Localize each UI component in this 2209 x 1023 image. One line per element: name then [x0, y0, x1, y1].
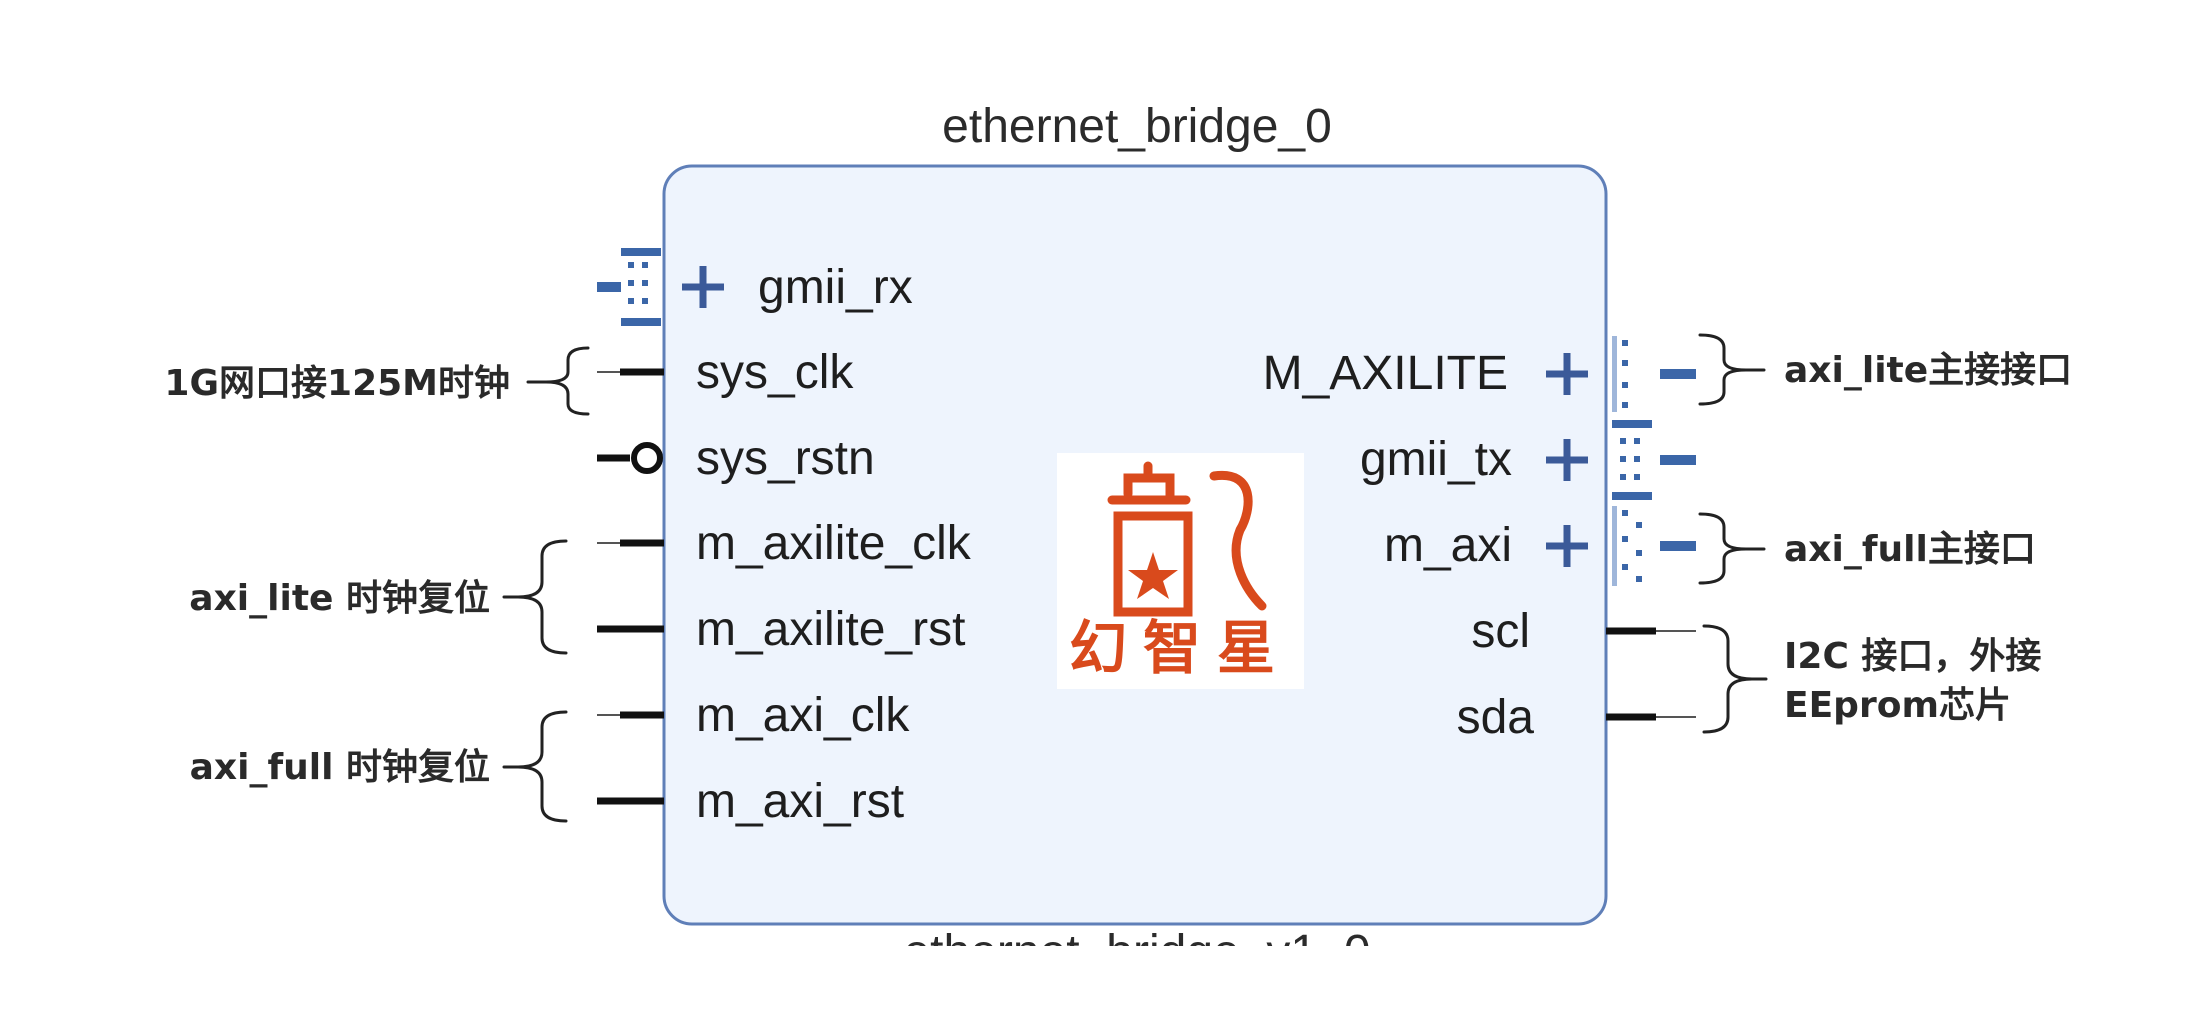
port-label-gmii-tx: gmii_tx	[1360, 433, 1512, 486]
bus-connector-icon	[1612, 506, 1696, 586]
port-gmii-rx[interactable]: gmii_rx	[597, 248, 913, 326]
port-label-m-axilite: M_AXILITE	[1263, 347, 1508, 400]
annotation-text: 1G网口接125M时钟	[164, 363, 510, 404]
brace-icon	[517, 710, 568, 823]
annotation-text: axi_lite主接接口	[1784, 350, 2072, 391]
port-label-m-axilite-clk: m_axilite_clk	[696, 517, 972, 570]
annotation-text: axi_lite 时钟复位	[189, 578, 490, 619]
expand-plus-icon[interactable]	[1546, 353, 1588, 395]
annotation-text: I2C 接口，外接	[1784, 636, 2041, 677]
port-gmii-tx[interactable]: gmii_tx	[1360, 420, 1696, 500]
port-m-axi[interactable]: m_axi	[1384, 506, 1696, 586]
annotation-axi-group: axi_full 时钟复位	[190, 710, 568, 823]
brace-icon	[517, 539, 568, 655]
bus-connector-icon	[1612, 336, 1696, 412]
port-m-axi-clk[interactable]: m_axi_clk	[597, 689, 910, 742]
logo-emblem-icon	[1107, 461, 1267, 617]
expand-plus-icon[interactable]	[682, 266, 724, 308]
port-label-gmii-rx: gmii_rx	[758, 261, 913, 314]
annotation-axilite-group: axi_lite 时钟复位	[189, 539, 568, 655]
brace-icon	[1698, 512, 1747, 585]
port-label-sys-clk: sys_clk	[696, 346, 854, 399]
port-m-axilite[interactable]: M_AXILITE	[1263, 336, 1696, 412]
logo: 幻智星	[1057, 453, 1304, 689]
brace-icon	[545, 346, 590, 416]
bus-connector-icon	[597, 248, 661, 326]
logo-text: 幻智星	[1069, 614, 1291, 682]
inversion-bubble-icon	[631, 442, 663, 474]
bus-connector-icon	[1612, 420, 1696, 500]
block-subtitle: ethernet_bridge_v1_0	[903, 926, 1370, 979]
expand-plus-icon[interactable]	[1546, 525, 1588, 567]
port-label-m-axi-clk: m_axi_clk	[696, 689, 910, 742]
annotation-text: EEprom芯片	[1784, 685, 2011, 726]
expand-plus-icon[interactable]	[1546, 439, 1588, 481]
port-label-m-axi-rst: m_axi_rst	[696, 775, 904, 828]
annotation-sys-clk: 1G网口接125M时钟	[164, 346, 590, 416]
port-scl[interactable]: scl	[1471, 605, 1696, 658]
port-label-m-axi: m_axi	[1384, 519, 1512, 572]
port-label-scl: scl	[1471, 605, 1530, 658]
annotation-i2c: I2C 接口，外接 EEprom芯片	[1702, 624, 2041, 734]
port-label-sys-rstn: sys_rstn	[696, 432, 875, 485]
port-m-axilite-clk[interactable]: m_axilite_clk	[597, 517, 972, 570]
brace-icon	[1698, 333, 1747, 406]
port-m-axi-rst[interactable]: m_axi_rst	[597, 775, 904, 828]
port-m-axilite-rst[interactable]: m_axilite_rst	[597, 603, 965, 656]
port-label-m-axilite-rst: m_axilite_rst	[696, 603, 965, 656]
annotation-m-axilite: axi_lite主接接口	[1698, 333, 2072, 406]
brace-icon	[1702, 624, 1753, 734]
annotation-m-axi: axi_full主接口	[1698, 512, 2036, 585]
annotation-text: axi_full主接口	[1784, 529, 2036, 570]
port-sys-rstn[interactable]: sys_rstn	[597, 432, 875, 485]
port-sys-clk[interactable]: sys_clk	[597, 346, 854, 399]
annotation-text: axi_full 时钟复位	[190, 747, 490, 788]
block-title: ethernet_bridge_0	[942, 100, 1332, 153]
port-sda[interactable]: sda	[1457, 691, 1696, 744]
port-label-sda: sda	[1457, 691, 1535, 744]
